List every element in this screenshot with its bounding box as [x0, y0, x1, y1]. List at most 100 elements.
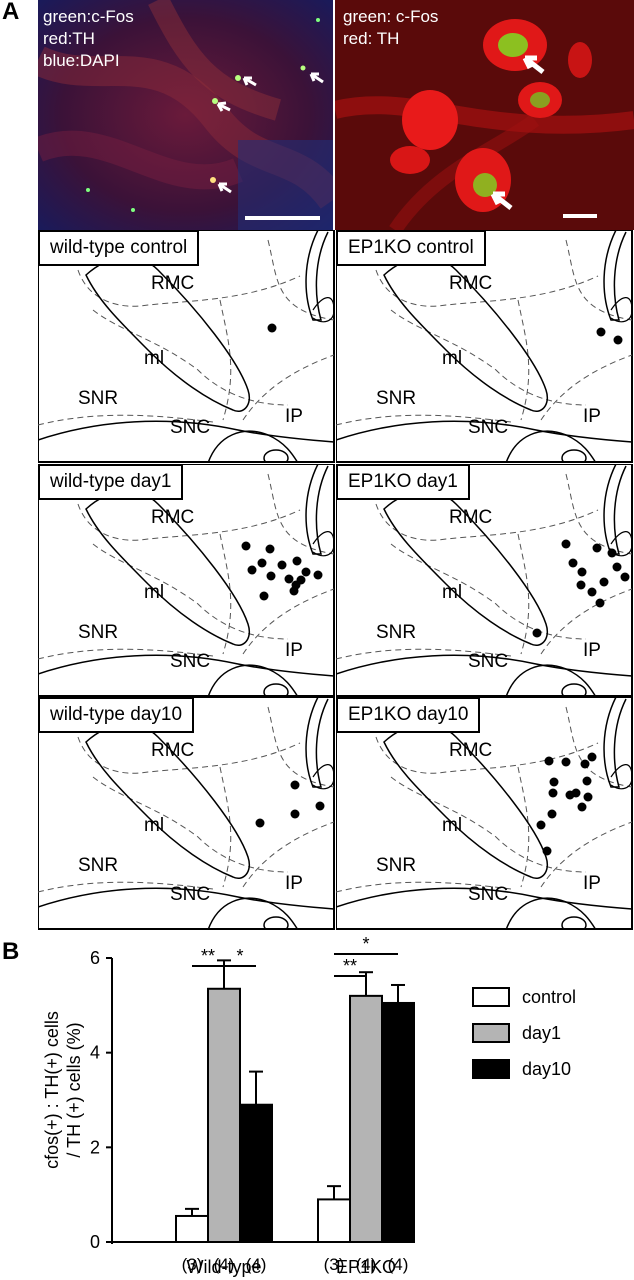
cfos-cell-dot [532, 628, 542, 638]
region-label-ip: IP [285, 873, 303, 894]
cfos-cell-dot [577, 802, 587, 812]
label-th-red: red: TH [343, 29, 400, 48]
region-label-snc: SNC [170, 417, 211, 438]
region-label-ip: IP [583, 406, 601, 427]
sample-size-label: (4) [246, 1255, 267, 1274]
region-label-ml: ml [442, 348, 463, 369]
region-label-ip: IP [583, 640, 601, 661]
cfos-cell-dot [284, 574, 294, 584]
cfos-cell-dot [292, 556, 302, 566]
region-label-rmc: RMC [151, 273, 195, 294]
cfos-cell-dot [266, 571, 276, 581]
cfos-cell-dot [542, 846, 552, 856]
bar-day1 [207, 987, 241, 1244]
legend-swatch-day10 [472, 1059, 510, 1079]
cfos-cell-dot [301, 567, 311, 577]
region-label-rmc: RMC [151, 740, 195, 761]
label-cfos-green: green: c-Fos [343, 7, 439, 26]
region-label-snr: SNR [376, 388, 417, 409]
y-tick-label: 2 [90, 1137, 100, 1157]
brain-outline-drawing [336, 697, 633, 930]
region-label-ml: ml [442, 815, 463, 836]
y-axis-label-line-2: / TH (+) cells (%) [64, 1022, 84, 1157]
bar-day10 [239, 1103, 273, 1243]
panel-a-letter: A [2, 0, 20, 25]
group-label: Wild-type [186, 1257, 262, 1277]
region-label-snr: SNR [376, 855, 417, 876]
sample-size-label: (3) [324, 1255, 345, 1274]
cfos-cell-dot [587, 752, 597, 762]
bar-day10 [381, 1001, 415, 1244]
y-tick-label: 6 [90, 948, 100, 968]
cfos-cell-dot [296, 575, 306, 585]
region-label-rmc: RMC [449, 740, 493, 761]
cfos-cell-dot [577, 567, 587, 577]
region-label-ml: ml [144, 815, 165, 836]
label-dapi-blue: blue:DAPI [43, 51, 120, 70]
region-label-snr: SNR [78, 388, 119, 409]
brain-outline-drawing [38, 697, 335, 930]
brain-outline-drawing [38, 464, 335, 697]
cfos-cell-dot [241, 541, 251, 551]
region-label-snc: SNC [468, 651, 509, 672]
group-label: EP1KO [335, 1257, 397, 1277]
region-label-snc: SNC [468, 884, 509, 905]
cfos-cell-dot [592, 543, 602, 553]
cfos-cell-dot [548, 788, 558, 798]
cfos-cell-dot [583, 792, 593, 802]
region-label-ml: ml [144, 582, 165, 603]
legend-label-control: control [522, 987, 576, 1007]
region-label-rmc: RMC [449, 273, 493, 294]
sample-size-label: (4) [214, 1255, 235, 1274]
cfos-cell-dot [580, 759, 590, 769]
cfos-cell-dot [547, 809, 557, 819]
sample-size-label: (4) [356, 1255, 377, 1274]
cfos-cell-dot [259, 591, 269, 601]
cfos-cell-dot [612, 562, 622, 572]
micrograph-left-image [38, 0, 333, 230]
map-title: EP1KO control [336, 230, 486, 266]
region-label-rmc: RMC [449, 507, 493, 528]
region-label-snc: SNC [468, 417, 509, 438]
region-label-snc: SNC [170, 651, 211, 672]
legend-label-day10: day10 [522, 1059, 571, 1079]
region-label-ml: ml [442, 582, 463, 603]
significance-label: * [362, 934, 369, 954]
cfos-cell-dot [576, 580, 586, 590]
cfos-cell-dot [536, 820, 546, 830]
map-title: wild-type control [38, 230, 200, 266]
region-label-ml: ml [144, 348, 165, 369]
cfos-cell-dot [315, 801, 325, 811]
sample-size-label: (3) [182, 1255, 203, 1274]
cfos-cell-dot [247, 565, 257, 575]
cfos-cell-dot [599, 577, 609, 587]
legend-label-day1: day1 [522, 1023, 561, 1043]
cfos-cell-dot [267, 323, 277, 333]
cfos-cell-dot [257, 558, 267, 568]
bar-control [175, 1214, 209, 1244]
cfos-cell-dot [571, 788, 581, 798]
bar-day1 [349, 994, 383, 1243]
cfos-cell-dot [277, 560, 287, 570]
cfos-cell-dot [313, 570, 323, 580]
bar-control [317, 1198, 351, 1243]
legend-swatch-control [472, 987, 510, 1007]
region-label-snc: SNC [170, 884, 211, 905]
label-cfos-green: green:c-Fos [43, 7, 134, 26]
y-tick-label: 4 [90, 1043, 100, 1063]
cfos-cell-dot [265, 544, 275, 554]
region-label-snr: SNR [78, 855, 119, 876]
legend-swatch-day1 [472, 1023, 510, 1043]
map-title: EP1KO day10 [336, 697, 481, 733]
cfos-cell-dot [596, 327, 606, 337]
cfos-cell-dot [255, 818, 265, 828]
cfos-cell-dot [289, 586, 299, 596]
label-th-red: red:TH [43, 29, 95, 48]
cfos-cell-dot [290, 780, 300, 790]
